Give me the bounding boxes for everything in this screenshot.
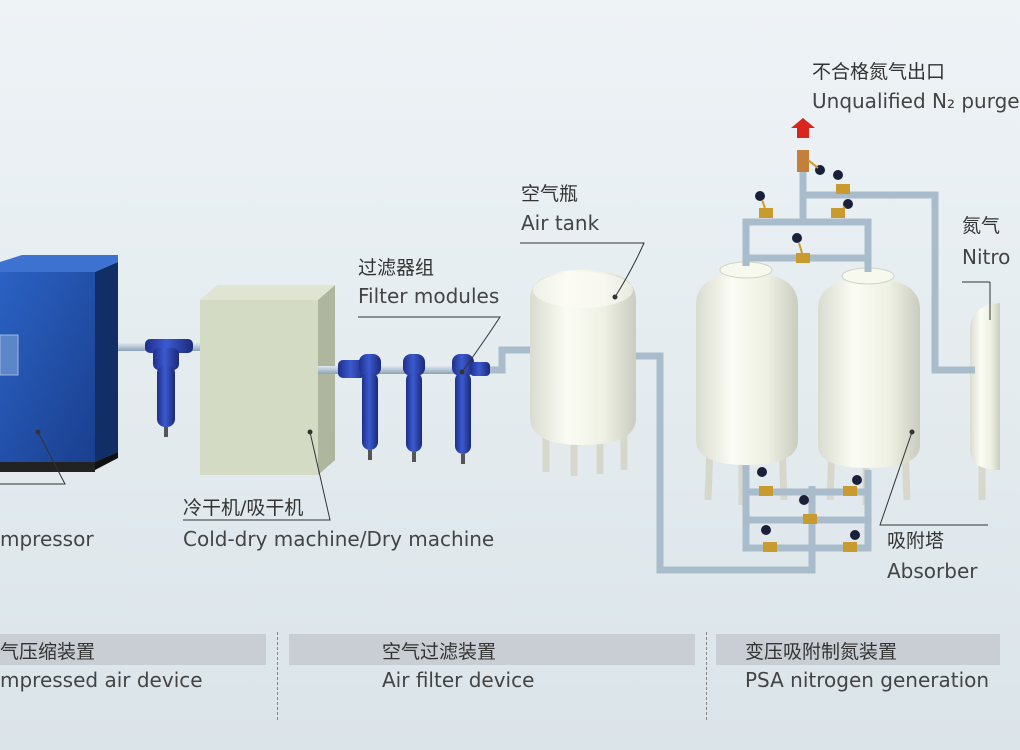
air-tank xyxy=(530,270,636,476)
section-divider xyxy=(706,632,707,720)
section-title-cn: 空气过滤装置 xyxy=(382,641,497,663)
pipe-filters-tank xyxy=(488,346,530,374)
filter-pre-dryer xyxy=(145,339,193,437)
section-title-en: PSA nitrogen generation xyxy=(745,668,990,692)
nitrogen-label-en: Nitro xyxy=(962,245,1011,269)
air-compressor xyxy=(0,255,118,472)
pipe-dryer-filters xyxy=(318,366,488,374)
absorber-tower-1 xyxy=(696,261,798,505)
filter-modules xyxy=(338,354,490,464)
absorber-label-en: Absorber xyxy=(887,559,978,583)
section-divider xyxy=(277,632,278,720)
pipe-tank-absorbers xyxy=(636,352,816,574)
dryer-box xyxy=(200,285,335,475)
lower-valve-manifold xyxy=(742,465,872,552)
section-title-cn: 气压缩装置 xyxy=(0,641,96,663)
purge-arrow-icon xyxy=(791,118,815,138)
purge-label-cn: 不合格氮气出口 xyxy=(812,61,946,83)
nitrogen-tank xyxy=(970,303,1000,500)
section-title-cn: 变压吸附制氮装置 xyxy=(745,641,898,663)
filter-modules-label-cn: 过滤器组 xyxy=(358,257,435,279)
compressor-label-en: mpressor xyxy=(0,527,94,551)
absorber-label-cn: 吸附塔 xyxy=(887,530,945,552)
section-title-en: Air filter device xyxy=(382,668,535,692)
section-title-en: mpressed air device xyxy=(0,668,203,692)
purge-label-en: Unqualified N₂ purge xyxy=(812,89,1020,113)
dryer-label-cn: 冷干机/吸干机 xyxy=(183,497,304,519)
section-band-air-filter xyxy=(289,634,695,665)
section-band-compressed-air xyxy=(0,634,266,665)
valves xyxy=(755,150,862,552)
air-tank-label-cn: 空气瓶 xyxy=(521,183,579,205)
callout-lines xyxy=(0,242,991,526)
dryer-label-en: Cold-dry machine/Dry machine xyxy=(183,527,495,551)
nitrogen-label-cn: 氮气 xyxy=(962,215,1001,237)
filter-modules-label-en: Filter modules xyxy=(358,284,500,308)
air-tank-label-en: Air tank xyxy=(521,211,600,235)
absorber-tower-2 xyxy=(818,267,920,505)
section-band-psa xyxy=(716,634,1000,665)
